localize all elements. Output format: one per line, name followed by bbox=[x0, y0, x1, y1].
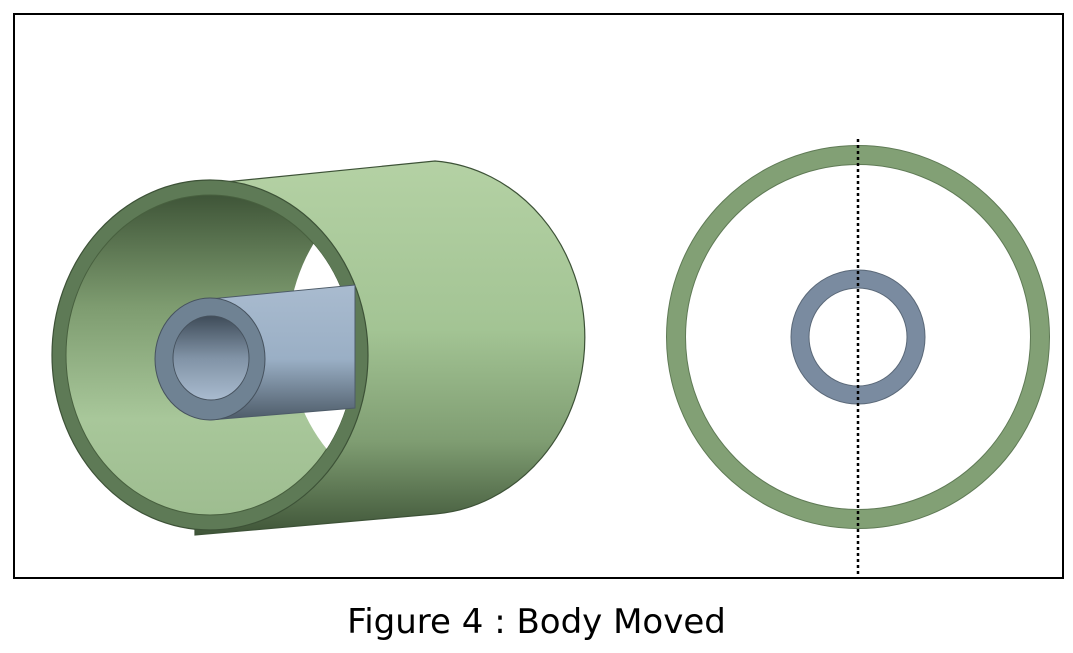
figure-frame bbox=[13, 13, 1064, 579]
figure-caption: Figure 4 : Body Moved bbox=[347, 602, 726, 642]
isometric-view bbox=[51, 160, 586, 536]
section-view bbox=[666, 139, 1050, 575]
figure-drawing bbox=[51, 139, 1050, 575]
inner-tube-bore bbox=[172, 315, 250, 401]
